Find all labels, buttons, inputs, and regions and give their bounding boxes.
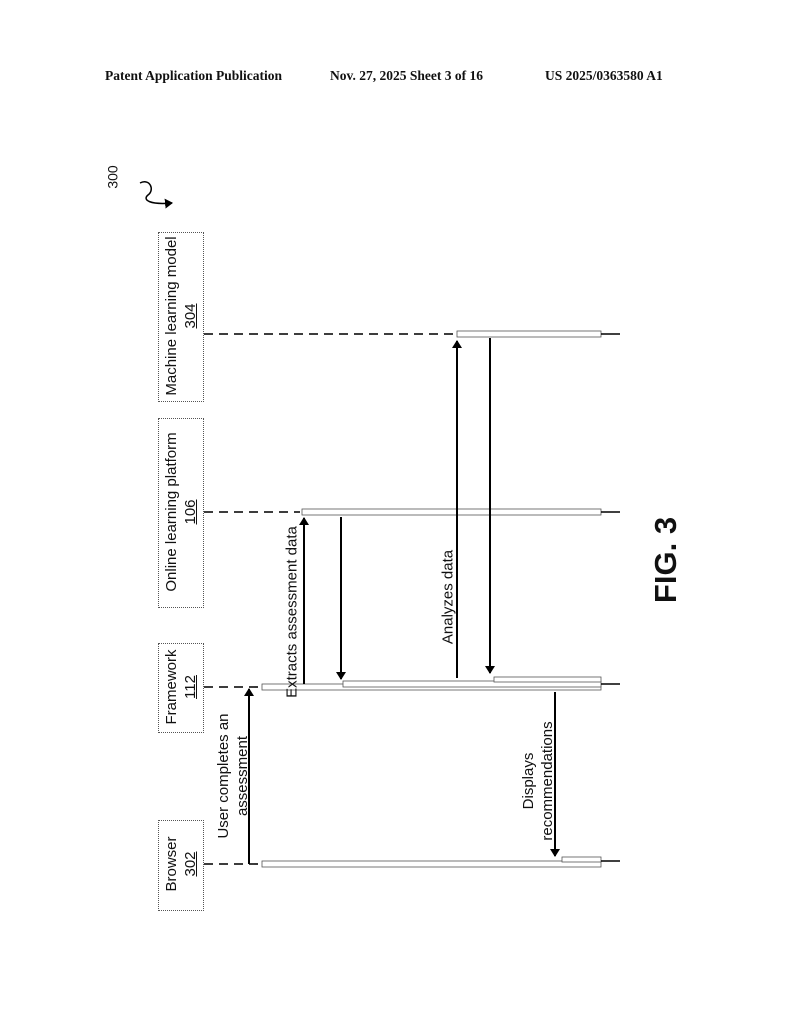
activation-online-learning-platform [301, 508, 602, 516]
reference-squiggle-icon [139, 181, 173, 209]
participant-box-ml-model [158, 232, 204, 402]
participant-box-browser [158, 820, 204, 911]
message-label-analyzes-data: Analyzes data [439, 549, 457, 645]
activation-framework-3 [493, 676, 602, 683]
activation-browser-1 [261, 860, 602, 868]
message-label-extracts-assessment-data: Extracts assessment data [283, 526, 301, 698]
header-publication: Patent Application Publication [105, 68, 283, 83]
participant-box-framework [158, 643, 204, 733]
participant-box-online-learning-platform [158, 418, 204, 608]
header-date-sheet: Nov. 27, 2025 Sheet 3 of 16 [330, 68, 483, 83]
figure-label: FIG. 3 [648, 516, 683, 604]
activation-browser-2 [561, 856, 602, 863]
activation-ml-model [456, 330, 602, 338]
header-patent-number: US 2025/0363580 A1 [545, 68, 663, 83]
